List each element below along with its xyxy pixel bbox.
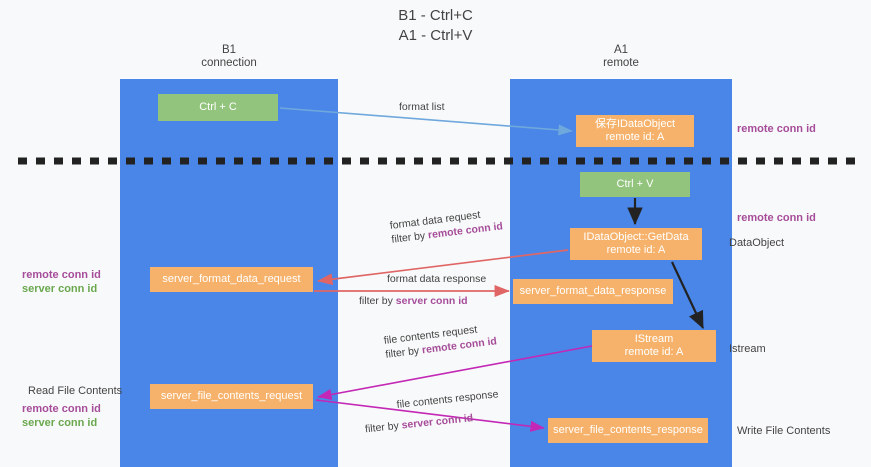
label-server-conn-id-mid-left: server conn id <box>22 283 98 295</box>
lane-header-a1-role: remote <box>603 57 639 69</box>
edge-label-file-contents-response-title: file contents response <box>396 388 499 411</box>
filter-prefix: filter by <box>384 344 423 361</box>
box-idataobject-getdata-label: IDataObject::GetData <box>583 231 689 243</box>
box-server-format-data-response[interactable]: server_format_data_response <box>513 279 673 304</box>
edge-label-format-data-response-filter: filter by server conn id <box>359 294 486 308</box>
title-line-2: A1 - Ctrl+V <box>398 27 473 44</box>
edge-label-format-list: format list <box>399 100 445 114</box>
title-line-1: B1 - Ctrl+C <box>398 7 473 24</box>
box-server-format-data-request[interactable]: server_format_data_request <box>150 267 313 292</box>
box-save-idataobject[interactable]: 保存IDataObject remote id: A <box>576 115 694 147</box>
lane-header-b1: B1 connection <box>120 44 338 70</box>
label-conn-ids-mid-left: remote conn id server conn id <box>22 268 101 296</box>
box-save-idataobject-remote-id: remote id: A <box>605 131 665 143</box>
lane-header-b1-name: B1 <box>221 44 237 56</box>
box-server-file-contents-response[interactable]: server_file_contents_response <box>548 418 708 443</box>
edge-label-file-contents-response-filter: filter by server conn id <box>364 408 501 436</box>
page-title: B1 - Ctrl+C A1 - Ctrl+V <box>0 6 871 46</box>
edge-label-format-data-response-title: format data response <box>387 273 487 285</box>
label-dataobject: DataObject <box>729 237 785 249</box>
label-remote-conn-id-mid-left: remote conn id <box>22 269 101 281</box>
box-ctrl-v-label: Ctrl + V <box>616 178 654 190</box>
box-server-file-contents-response-label: server_file_contents_response <box>553 424 703 436</box>
label-write-file-contents: Write File Contents <box>737 425 831 437</box>
box-ctrl-c-label: Ctrl + C <box>199 101 237 113</box>
label-server-conn-id-bottom-left: server conn id <box>22 417 98 429</box>
box-save-idataobject-label: 保存IDataObject <box>594 118 676 130</box>
label-remote-conn-id-bottom-left: remote conn id <box>22 403 101 415</box>
box-server-format-data-request-label: server_format_data_request <box>162 273 301 285</box>
filter-key: server conn id <box>395 295 468 307</box>
filter-prefix: filter by <box>359 295 396 307</box>
box-idataobject-getdata-remote-id: remote id: A <box>606 244 666 256</box>
box-istream-label: IStream <box>634 333 674 345</box>
label-istream: Istream <box>729 343 766 355</box>
edge-label-file-contents-response: file contents response filter by server … <box>364 387 501 435</box>
box-ctrl-v[interactable]: Ctrl + V <box>580 172 690 197</box>
box-server-format-data-response-label: server_format_data_response <box>519 285 667 297</box>
label-remote-conn-id-mid-right: remote conn id <box>737 212 816 224</box>
filter-prefix: filter by <box>390 229 429 246</box>
label-remote-conn-id-top-right: remote conn id <box>737 123 816 135</box>
box-idataobject-getdata[interactable]: IDataObject::GetData remote id: A <box>570 228 702 260</box>
edge-label-format-data-request: format data request filter by remote con… <box>389 205 504 246</box>
box-server-file-contents-request-label: server_file_contents_request <box>160 390 303 402</box>
edge-label-format-data-response: format data response filter by server co… <box>359 272 487 308</box>
edge-label-format-list-text: format list <box>399 101 445 113</box>
box-istream[interactable]: IStream remote id: A <box>592 330 716 362</box>
label-read-file-contents: Read File Contents <box>28 385 123 397</box>
filter-key: server conn id <box>401 412 474 432</box>
lane-header-b1-role: connection <box>201 57 257 69</box>
filter-prefix: filter by <box>364 419 403 436</box>
lane-header-a1: A1 remote <box>510 44 732 70</box>
edge-label-file-contents-request: file contents request filter by remote c… <box>383 320 498 361</box>
lane-header-a1-name: A1 <box>613 44 629 56</box>
label-conn-ids-bottom-left: remote conn id server conn id <box>22 402 101 430</box>
box-istream-remote-id: remote id: A <box>624 346 684 358</box>
box-server-file-contents-request[interactable]: server_file_contents_request <box>150 384 313 409</box>
box-ctrl-c[interactable]: Ctrl + C <box>158 94 278 121</box>
